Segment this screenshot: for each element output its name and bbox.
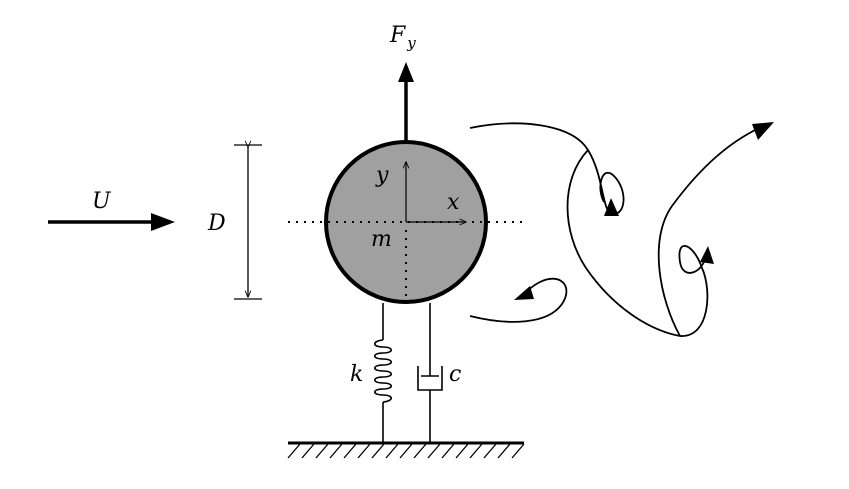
damper — [417, 303, 443, 442]
mass-label: m — [371, 227, 392, 252]
vortex-wake — [469, 122, 769, 337]
ground-hatch-line — [315, 443, 329, 459]
ground-hatch-line — [511, 443, 525, 459]
ground-hatch-line — [427, 443, 441, 459]
outer-arm-arrowhead — [752, 122, 774, 140]
ground-hatch-line — [497, 443, 511, 459]
ground-hatch-line — [343, 443, 357, 459]
lower-arrowhead — [514, 286, 534, 300]
ground-hatch-line — [399, 443, 413, 459]
ground-hatch-line — [441, 443, 455, 459]
ground-hatch-line — [357, 443, 371, 459]
ground-hatch-line — [455, 443, 469, 459]
outer-arm — [657, 123, 769, 337]
upper-shear-layer — [469, 122, 625, 215]
velocity-label: U — [92, 189, 112, 214]
ground — [287, 441, 525, 459]
ground-hatch-line — [329, 443, 343, 459]
y-axis-label: y — [375, 163, 389, 188]
lower-shear-layer — [469, 277, 568, 323]
x-axis-label: x — [447, 190, 460, 215]
ground-hatch-line — [385, 443, 399, 459]
ground-hatch-line — [413, 443, 427, 459]
spring — [373, 303, 393, 442]
wake-filament — [566, 149, 709, 337]
freestream-arrow — [48, 213, 175, 231]
ground-hatch-line — [483, 443, 497, 459]
damping-label: c — [449, 362, 461, 387]
ground-hatch-line — [301, 443, 315, 459]
lift-force-arrow — [398, 62, 414, 142]
ground-hatch-line — [469, 443, 483, 459]
vortex-arrowhead-1 — [604, 198, 619, 216]
ground-hatch-line — [371, 443, 385, 459]
diameter-dimension — [234, 145, 262, 300]
stiffness-label: k — [350, 362, 363, 387]
vortex-arrowhead-2 — [700, 246, 714, 264]
ground-hatch-line — [287, 443, 301, 459]
diameter-label: D — [207, 211, 226, 236]
